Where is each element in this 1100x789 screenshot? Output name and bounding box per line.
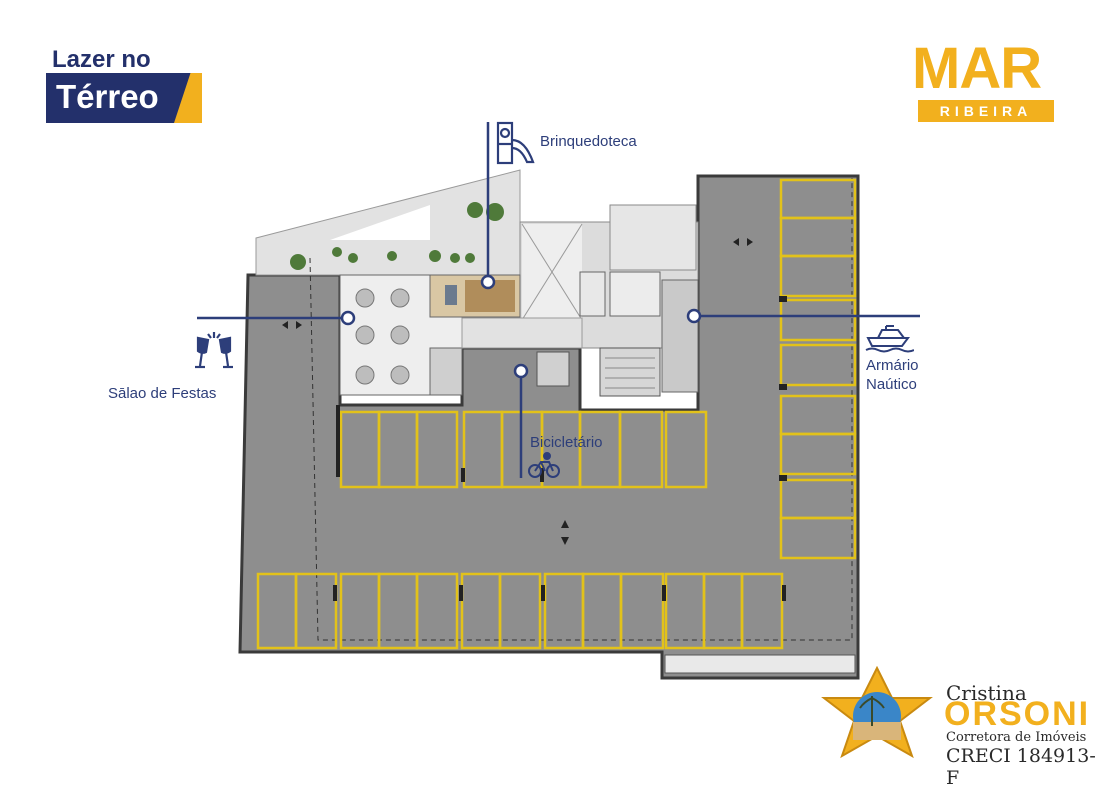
brand-logo-sub: RIBEIRA	[918, 100, 1054, 122]
parking-row-bottom	[256, 572, 784, 650]
parking-row-middle	[339, 410, 708, 489]
storage-room	[609, 271, 661, 317]
callout-lines	[197, 122, 920, 478]
armario-nautico-label: Armário Naútico	[866, 356, 919, 394]
boat-icon	[865, 325, 914, 353]
restroom	[579, 271, 606, 317]
brand-logo-name: MAR	[912, 36, 1042, 101]
agent-role: Corretora de Imóveis	[946, 730, 1087, 745]
pillars	[333, 296, 787, 601]
corridor	[461, 317, 583, 349]
armario-label-line1: Armário	[866, 357, 919, 374]
agent-creci: CRECI 184913-F	[946, 745, 1096, 789]
salao-tables	[355, 288, 410, 385]
champagne-toast-icon	[195, 332, 233, 369]
agent-first-name: Cristina	[946, 681, 1027, 705]
armario-room	[661, 279, 699, 393]
traffic-arrows	[282, 238, 753, 545]
parking-column-right	[779, 178, 857, 560]
parking-floor	[238, 174, 860, 680]
terrace-white-wedge	[330, 205, 430, 240]
armario-label-line2: Naútico	[866, 376, 917, 393]
kitchen	[429, 347, 463, 396]
upper-core-box	[609, 204, 697, 271]
service-strip	[664, 654, 856, 674]
page-title-line2: Térreo	[56, 78, 159, 115]
elevator	[536, 351, 570, 387]
brinquedoteca-label: Brinquedoteca	[540, 133, 637, 150]
bicycle-icon	[528, 452, 560, 478]
salao-de-festas-label: Sālao de Festas	[108, 385, 217, 402]
agent-last-name: ORSONI	[944, 695, 1091, 733]
page-title-badge: Térreo	[46, 73, 202, 123]
slide-icon	[496, 121, 535, 165]
page-title-line1: Lazer no	[52, 46, 151, 73]
stairs	[599, 347, 661, 397]
trees	[290, 202, 504, 270]
bicicletario-label: Bicicletário	[530, 434, 603, 451]
agent-star-logo	[821, 666, 933, 759]
